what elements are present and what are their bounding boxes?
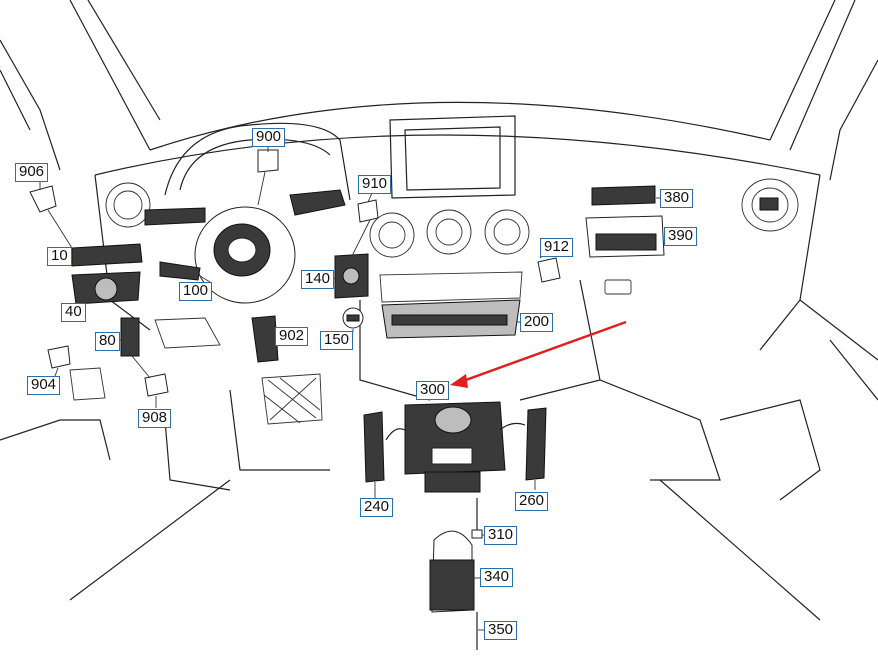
- center-vent-middle: [426, 209, 472, 255]
- callout-260[interactable]: 260: [515, 492, 549, 511]
- part-80-switch: [120, 317, 140, 357]
- callout-80[interactable]: 80: [95, 332, 120, 351]
- callout-310[interactable]: 310: [484, 526, 518, 545]
- right-a-pillar: [769, 0, 836, 141]
- pedal: [261, 373, 323, 425]
- leader-lines: [39, 146, 666, 631]
- part-908-label: [144, 373, 169, 397]
- part-380-switch-panel: [591, 185, 656, 206]
- center-vent-left: [369, 212, 415, 258]
- part-904-label: [47, 345, 71, 369]
- callout-902[interactable]: 902: [275, 327, 309, 346]
- callout-900[interactable]: 900: [252, 128, 286, 147]
- callout-240[interactable]: 240: [360, 498, 394, 517]
- part-300-center-console: [404, 401, 506, 475]
- part-10-switch-bar: [71, 243, 143, 267]
- callout-908[interactable]: 908: [138, 409, 172, 428]
- callout-100[interactable]: 100: [179, 282, 213, 301]
- callout-340[interactable]: 340: [480, 568, 514, 587]
- highlight-arrow: [450, 320, 627, 388]
- center-vent-right: [484, 209, 530, 255]
- left-a-pillar: [69, 0, 151, 151]
- center-display: [389, 115, 516, 199]
- part-910-label: [357, 199, 379, 223]
- callout-40[interactable]: 40: [61, 303, 86, 322]
- callout-380[interactable]: 380: [660, 189, 694, 208]
- part-902-bracket: [251, 315, 279, 363]
- callout-350[interactable]: 350: [484, 621, 518, 640]
- callout-390[interactable]: 390: [664, 227, 698, 246]
- callout-912[interactable]: 912: [540, 238, 574, 257]
- right-stalk-switch: [289, 189, 346, 216]
- part-260-side-trim: [525, 407, 547, 481]
- callout-906[interactable]: 906: [15, 163, 49, 182]
- callout-300[interactable]: 300: [416, 381, 450, 400]
- callout-910[interactable]: 910: [358, 175, 392, 194]
- part-240-side-trim: [363, 411, 385, 483]
- part-912-label: [537, 257, 561, 283]
- left-stalk-switch: [144, 207, 206, 226]
- callout-904[interactable]: 904: [27, 376, 61, 395]
- callout-10[interactable]: 10: [47, 247, 72, 266]
- callout-150[interactable]: 150: [320, 331, 354, 350]
- left-air-vent: [105, 182, 151, 228]
- part-900-label: [257, 149, 279, 173]
- cluster-hood: [164, 122, 351, 201]
- callout-200[interactable]: 200: [520, 313, 554, 332]
- right-air-vent: [741, 178, 799, 232]
- callout-140[interactable]: 140: [301, 270, 335, 289]
- part-906-label: [29, 185, 57, 213]
